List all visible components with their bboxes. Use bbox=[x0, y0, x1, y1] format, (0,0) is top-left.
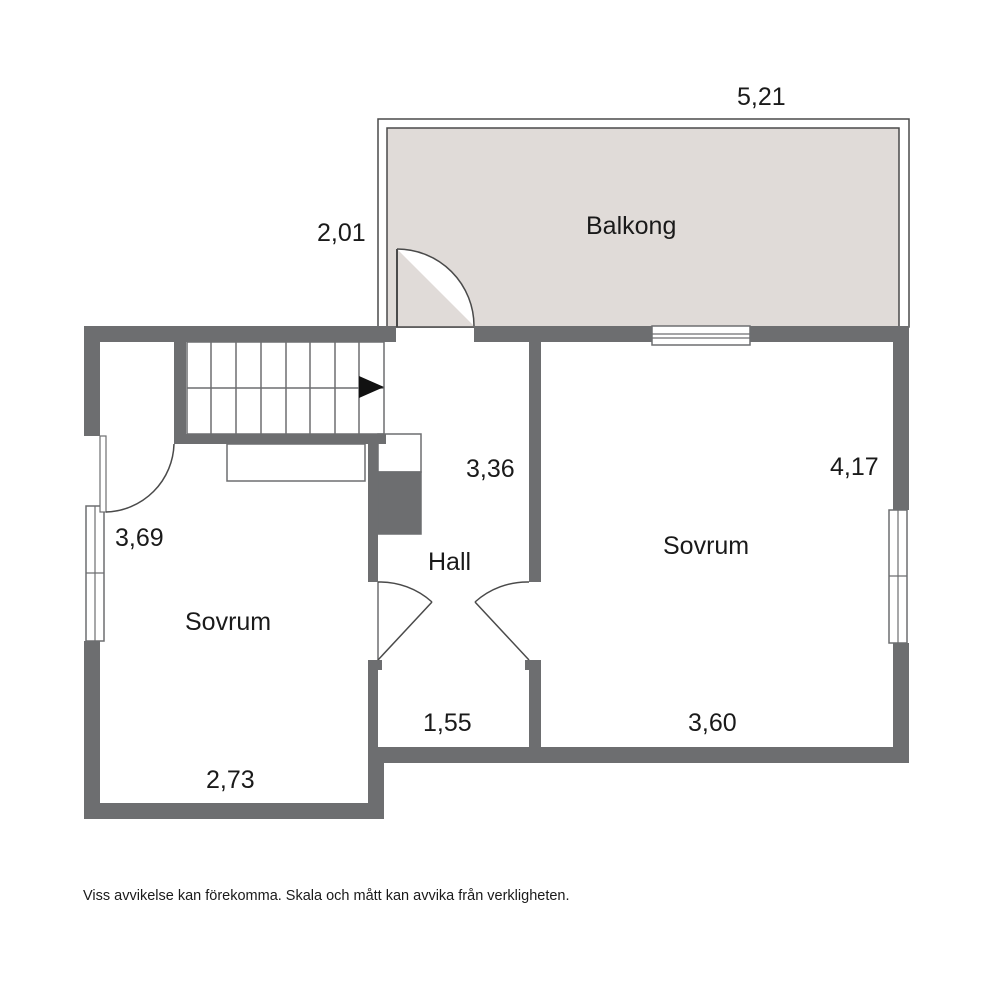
dim-sovrum-right-length: 4,17 bbox=[830, 453, 879, 481]
dim-hall-length: 3,36 bbox=[466, 455, 515, 483]
doors bbox=[99, 435, 541, 670]
balcony-door-swing bbox=[396, 248, 475, 327]
balcony bbox=[377, 118, 910, 328]
wall-step bbox=[368, 747, 384, 819]
balcony-door-leaf bbox=[396, 249, 398, 327]
door-hall-right bbox=[474, 581, 541, 670]
wall-left-upper bbox=[84, 326, 100, 436]
wall-hall-right-lower bbox=[529, 660, 541, 750]
wall-right-lower bbox=[893, 643, 909, 763]
room-labels: Balkong Hall Sovrum Sovrum bbox=[185, 212, 749, 636]
stair-direction-arrow bbox=[359, 376, 384, 398]
dim-hall-width: 1,55 bbox=[423, 709, 472, 737]
balcony-floor bbox=[386, 127, 900, 328]
wall-bottom-right bbox=[368, 747, 909, 763]
dim-sovrum-left-width: 2,73 bbox=[206, 766, 255, 794]
wall-stair-bottom bbox=[174, 434, 386, 444]
dim-sovrum-right-width: 3,60 bbox=[688, 709, 737, 737]
shelf bbox=[226, 443, 366, 482]
wall-hall-right-upper bbox=[529, 342, 541, 582]
dim-sovrum-left-length: 3,69 bbox=[115, 524, 164, 552]
dimension-labels: 5,21 2,01 3,36 1,55 3,69 2,73 4,17 3,60 bbox=[115, 83, 879, 794]
windows bbox=[85, 325, 908, 644]
door-hall-left bbox=[368, 581, 433, 670]
window-top-right bbox=[651, 325, 751, 346]
wall-left-lower bbox=[84, 641, 100, 819]
window-right bbox=[888, 509, 908, 644]
wall-hall-left-upper bbox=[368, 444, 378, 582]
wall-hall-left-lower bbox=[368, 660, 378, 750]
room-label-sovrum-right: Sovrum bbox=[663, 532, 749, 560]
wall-right-upper bbox=[893, 326, 909, 510]
fixtures bbox=[226, 433, 422, 535]
disclaimer-text: Viss avvikelse kan förekomma. Skala och … bbox=[83, 888, 570, 904]
chimney bbox=[378, 472, 421, 534]
dim-balkong-depth: 2,01 bbox=[317, 219, 366, 247]
staircase bbox=[186, 341, 385, 435]
wall-top-left bbox=[84, 326, 396, 342]
walls bbox=[84, 326, 909, 819]
window-left bbox=[85, 505, 105, 642]
room-label-balkong: Balkong bbox=[586, 212, 676, 240]
room-label-sovrum-left: Sovrum bbox=[185, 608, 271, 636]
door-left-room bbox=[99, 435, 175, 513]
room-label-hall: Hall bbox=[428, 548, 471, 576]
wall-bottom-left bbox=[84, 803, 384, 819]
dim-balkong-width: 5,21 bbox=[737, 83, 786, 111]
wall-stair-left bbox=[174, 342, 186, 444]
